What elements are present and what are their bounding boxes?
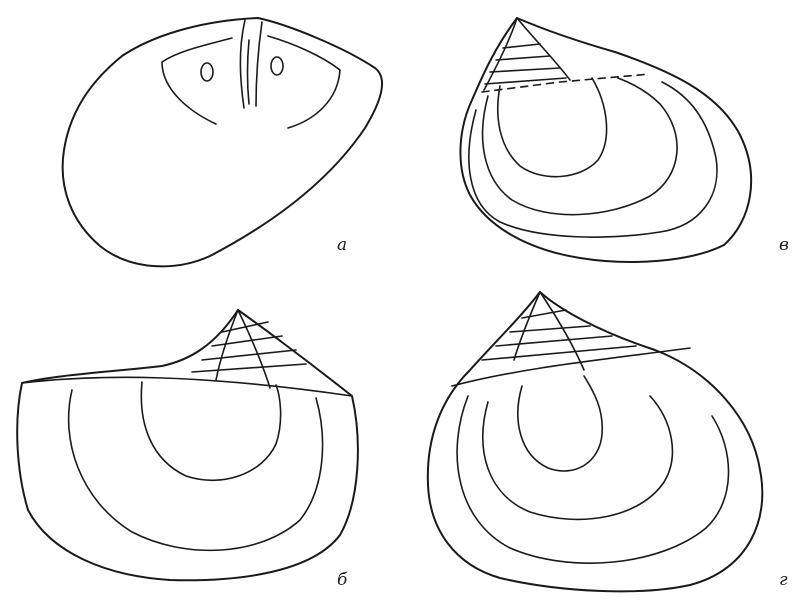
panel-v-beak-hatch-2	[496, 56, 550, 60]
panel-a-muscle-left	[162, 38, 232, 124]
panel-a-hinge-right	[256, 22, 262, 106]
panel-g-beak-left	[514, 292, 540, 360]
panel-v-shell	[460, 18, 751, 262]
panel-g-shell	[428, 292, 763, 591]
panel-label-v: в	[779, 237, 789, 254]
panel-g-middle-ring	[483, 396, 673, 519]
panel-b-shell	[17, 310, 358, 580]
panel-a-scar-right	[271, 57, 283, 75]
panel-v-middle-ring	[483, 78, 677, 215]
panel-v-inner-ring	[498, 78, 607, 177]
panel-g-hinge-line	[452, 348, 690, 386]
panel-g-beak-hatch-2	[510, 326, 590, 332]
panel-a-hinge-left	[240, 20, 245, 108]
panel-g-inner-ring	[518, 376, 602, 471]
panel-v-beak-hatch-1	[503, 44, 540, 48]
panel-a-shell	[63, 18, 382, 266]
panel-b-outline	[17, 310, 358, 580]
panel-g-beak-right	[540, 292, 584, 370]
panel-b-beak-hatch-4	[192, 364, 306, 372]
panel-g-beak-hatch-1	[522, 310, 566, 318]
panel-a-scar-left	[201, 63, 213, 81]
panel-b-inner-ring	[141, 382, 280, 480]
panel-label-a: а	[337, 237, 347, 254]
panel-b-outer-ring	[69, 390, 323, 550]
panel-v-beak-left	[484, 18, 517, 90]
panel-label-b: б	[337, 572, 347, 589]
panel-a-hinge-ridge	[248, 40, 250, 104]
panel-b-beak-hatch-3	[202, 350, 296, 360]
panel-a-muscle-right	[268, 36, 340, 128]
panel-label-g: г	[779, 572, 788, 589]
panel-g-outer-ring	[457, 396, 728, 563]
panel-a-outline	[63, 18, 382, 266]
panel-v-beak-hatch-3	[490, 68, 560, 72]
panel-b-beak-hatch-2	[212, 336, 282, 346]
panel-g-beak-hatch-3	[496, 336, 612, 346]
